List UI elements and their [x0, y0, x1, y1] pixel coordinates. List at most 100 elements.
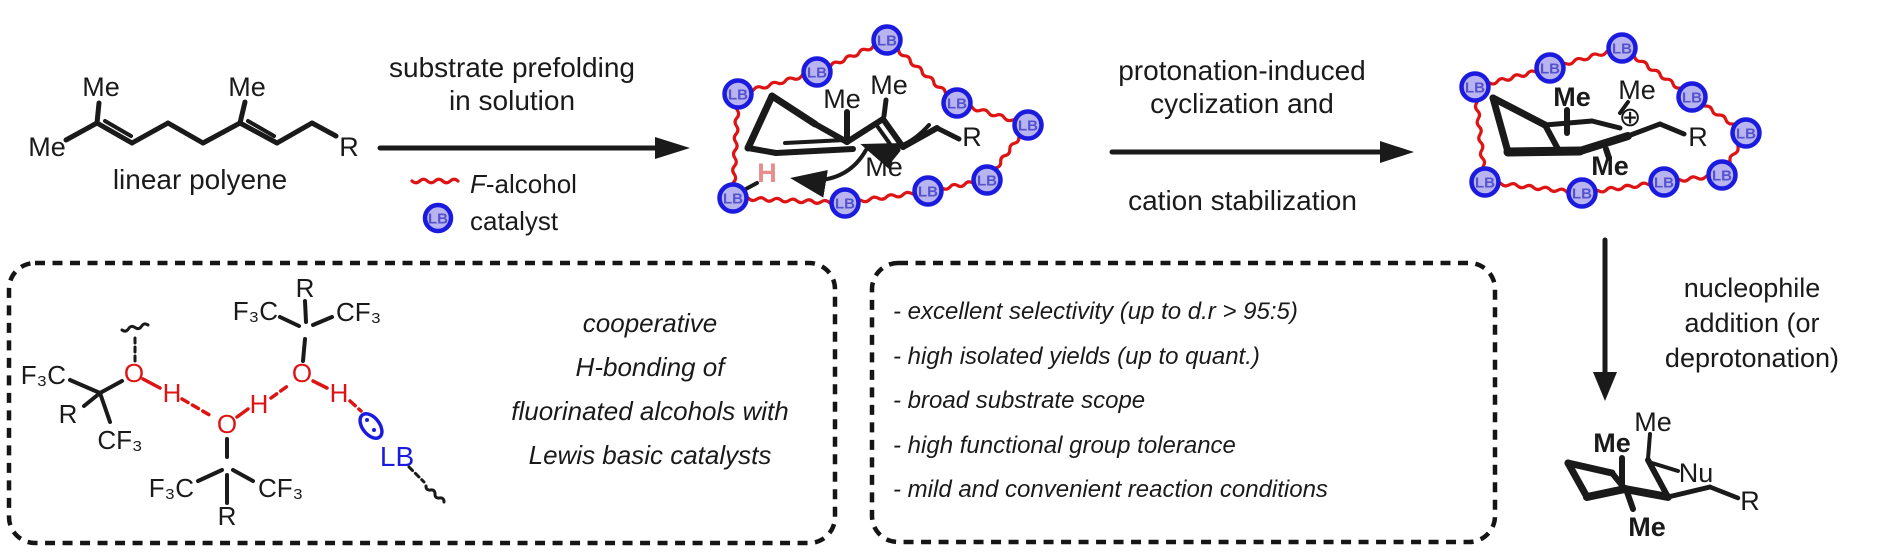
lb-label: LB — [1465, 80, 1485, 97]
bond-line — [1564, 459, 1616, 477]
bond-line — [1646, 432, 1652, 461]
bond-line — [311, 315, 334, 327]
bond-line — [82, 391, 102, 408]
hbonding-caption-line2: H-bonding of — [575, 352, 725, 382]
bond-line — [783, 138, 847, 145]
methyl-label: Me — [1593, 428, 1631, 458]
oh-bond — [235, 407, 250, 419]
legend-f-alcohol-suffix: -alcohol — [485, 169, 577, 199]
lewis-base-lone-pair — [358, 412, 384, 440]
prefolded-substrate-complex: Me Me Me R H — [730, 34, 1030, 206]
lb-catalyst-badge: LB — [1676, 81, 1708, 113]
lb-catalyst-badge: LB — [1706, 159, 1738, 191]
catalyst-circle-icon — [422, 202, 454, 234]
lb-label: LB — [1612, 41, 1632, 58]
arrow1-label: substrate prefolding in solution — [372, 51, 652, 117]
hbonding-caption-line1: cooperative — [582, 308, 718, 338]
bond-line — [1621, 485, 1672, 501]
bond-line — [881, 97, 889, 119]
arrowhead — [655, 137, 690, 159]
hydrogen-label: H — [250, 389, 269, 419]
bond-line — [237, 99, 248, 126]
catalyst-circle-icon — [941, 87, 973, 119]
lb-label: LB — [1712, 168, 1732, 185]
key-features-list: - excellent selectivity (up to d.r > 95:… — [893, 290, 1483, 513]
cf3-label: F₃C — [233, 296, 278, 326]
catalyst-circle-icon — [1459, 71, 1491, 103]
bond-line — [773, 146, 856, 156]
bond-line — [1657, 121, 1687, 137]
bond-line — [303, 299, 308, 324]
lb-label: LB — [977, 173, 997, 190]
catalyst-circle-icon — [801, 56, 833, 88]
bond-line — [1665, 484, 1713, 500]
feature-item: - broad substrate scope — [893, 387, 1146, 414]
bond-line — [745, 145, 779, 156]
oxygen-label: O — [124, 358, 144, 388]
methyl-label: Me — [823, 84, 861, 114]
bond-line — [165, 120, 206, 146]
catalyst-circle-icon — [871, 24, 903, 56]
legend-f-alcohol-prefix: F — [470, 169, 486, 199]
catalyst-circle-icon — [971, 164, 1003, 196]
hydrogen-bond — [180, 397, 215, 419]
methyl-label: Me — [82, 72, 120, 102]
lb-label: LB — [1654, 175, 1674, 192]
nucleophile-label: Nu — [1679, 458, 1714, 488]
bond-line — [1618, 100, 1630, 115]
lb-catalyst-badge: LB — [829, 187, 861, 219]
methyl-label: Me — [865, 152, 903, 182]
reaction-arrow-3 — [1593, 237, 1617, 401]
catalyst-circle-icon — [1606, 32, 1638, 64]
methyl-label: Me — [1634, 407, 1672, 437]
bond-line — [1564, 459, 1591, 501]
bond-line — [1623, 486, 1636, 512]
arrow2-label-line2: cyclization and — [1150, 88, 1334, 120]
catalyst-circle-icon — [1012, 109, 1044, 141]
feature-item: - high functional group tolerance — [893, 431, 1236, 459]
r-group-label: R — [296, 273, 315, 303]
lb-catalyst-badge: LB — [717, 182, 749, 214]
cation-plus-symbol: ⊕ — [1619, 102, 1642, 132]
oxygen-label: O — [217, 409, 237, 439]
bond-line — [274, 120, 315, 146]
bond-line — [98, 391, 112, 424]
prefolded-substrate: Me Me Me R H — [742, 70, 982, 198]
arrowhead — [1380, 141, 1414, 163]
reaction-arrow-1 — [377, 137, 690, 159]
bond-line — [309, 120, 339, 139]
key-features-panel-border — [869, 260, 1498, 545]
r-group-label: R — [339, 132, 359, 162]
bond-line — [742, 181, 759, 192]
drawing-element — [365, 418, 369, 422]
lb-catalyst-badge: LB — [1459, 71, 1491, 103]
hbonding-caption-line4: Lewis basic catalysts — [528, 440, 772, 470]
lb-label: LB — [1540, 61, 1560, 78]
bond-line — [812, 121, 850, 145]
bond-line — [1645, 457, 1671, 500]
hbonding-caption: cooperative H-bonding of fluorinated alc… — [450, 301, 850, 477]
curved-arrow-cyclization — [860, 123, 931, 170]
arrow3-label: nucleophile addition (or deprotonation) — [1642, 271, 1862, 376]
cyclized-cation-complex: Me Me Me R ⊕ — [1472, 44, 1748, 196]
lb-label: LB — [1475, 175, 1495, 192]
cf3-label: F₃C — [21, 360, 66, 390]
arrow3-label-line3: deprotonation) — [1664, 343, 1840, 373]
bond-line — [1489, 94, 1512, 156]
bond-line — [1707, 484, 1741, 501]
bond-line — [196, 468, 224, 483]
catalyst-circle-icon — [1730, 117, 1762, 149]
bond-line — [231, 468, 255, 483]
cf3-label: CF₃ — [97, 425, 142, 455]
lb-label: LB — [835, 196, 855, 213]
bond-line — [129, 120, 171, 146]
catalyst-circle-icon — [1534, 52, 1566, 84]
lb-label: LB — [1572, 186, 1592, 203]
bond-line — [1603, 146, 1612, 161]
lb-label: LB — [728, 87, 748, 104]
lb-catalyst-badge: LB — [971, 164, 1003, 196]
bond-line — [278, 315, 301, 328]
cyclized-cation: Me Me Me R ⊕ — [1489, 75, 1708, 181]
bond-line — [1489, 94, 1549, 129]
legend-catalyst-badge: LB — [422, 202, 454, 234]
